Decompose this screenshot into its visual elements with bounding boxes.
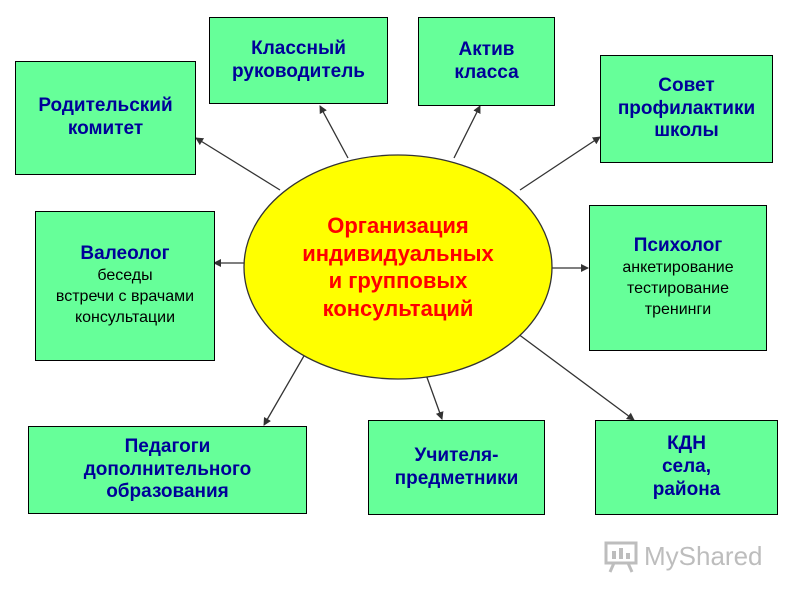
center-line-4: консультаций xyxy=(322,295,474,321)
node-item: консультации xyxy=(74,308,176,326)
node-title: Учителя- предметники xyxy=(394,444,519,489)
arrow-to-kdn xyxy=(509,327,635,421)
node-valeologist: Валеолог беседы встречи с врачами консул… xyxy=(35,211,215,361)
center-label: Организация индивидуальных и групповых к… xyxy=(244,155,552,379)
node-title: Родительский комитет xyxy=(38,95,173,139)
node-class-teacher: Классный руководитель xyxy=(209,17,388,104)
node-kdn: КДН села, района xyxy=(595,420,778,515)
node-item: анкетирование xyxy=(622,259,734,277)
node-title: Психолог xyxy=(633,235,723,257)
arrow-to-class-activists xyxy=(453,105,481,159)
arrow-to-prevention-council xyxy=(519,136,601,191)
node-title: Педагоги дополнительного образования xyxy=(83,435,252,503)
node-parents-committee: Родительский комитет xyxy=(15,61,196,175)
node-item: тренинги xyxy=(644,300,712,318)
node-title: Совет профилактики школы xyxy=(617,74,756,142)
node-subject-teachers: Учителя- предметники xyxy=(368,420,545,515)
node-class-activists: Актив класса xyxy=(418,17,555,106)
center-ellipse xyxy=(243,154,553,380)
node-title: Классный руководитель xyxy=(232,37,365,82)
center-line-2: индивидуальных xyxy=(302,240,494,266)
node-item: встречи с врачами xyxy=(55,288,195,305)
center-line-1: Организация xyxy=(327,213,469,238)
center-line-3: и групповых xyxy=(328,268,468,293)
node-items: анкетирование тестирование тренинги xyxy=(622,258,733,320)
arrow-to-class-teacher xyxy=(319,105,349,159)
presentation-board-icon xyxy=(604,541,638,573)
node-psychologist: Психолог анкетирование тестирование трен… xyxy=(589,205,767,351)
node-title: КДН села, района xyxy=(652,433,721,500)
node-items: беседы встречи с врачами консультации xyxy=(56,266,194,328)
watermark-text: MyShared xyxy=(644,540,763,571)
node-prevention-council: Совет профилактики школы xyxy=(600,55,773,163)
node-title: Валеолог xyxy=(80,243,170,265)
arrow-to-parents-committee xyxy=(195,137,281,191)
node-item: тестирование xyxy=(626,280,729,297)
watermark: MyShared xyxy=(604,536,763,576)
node-extra-educators: Педагоги дополнительного образования xyxy=(28,426,307,514)
node-item: беседы xyxy=(97,267,153,285)
node-title: Актив класса xyxy=(454,38,519,83)
